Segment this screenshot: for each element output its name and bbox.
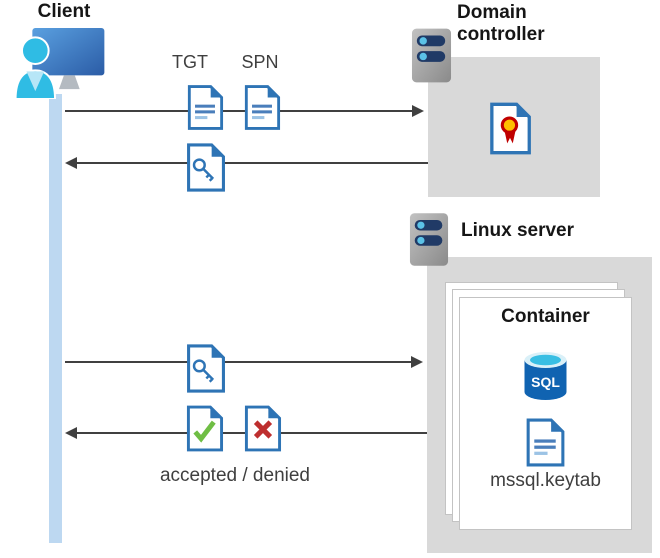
client-icon	[14, 27, 105, 99]
arrow-client-to-linux	[65, 361, 413, 363]
sql-database-icon: SQL	[524, 352, 567, 400]
ticket-key-document-icon	[185, 141, 226, 194]
certificate-icon	[490, 102, 531, 155]
server-icon	[411, 28, 452, 83]
keytab-file-icon	[524, 418, 566, 467]
client-lifeline	[49, 94, 62, 543]
monitor-stand	[58, 75, 80, 90]
accepted-document-icon	[186, 405, 224, 452]
tgt-document-icon	[186, 84, 224, 131]
arrow-dc-to-client	[77, 162, 428, 164]
client-label: Client	[37, 1, 91, 22]
tgt-label: TGT	[172, 52, 208, 72]
server-icon	[409, 213, 449, 266]
spn-document-icon	[243, 84, 281, 131]
person-collar	[26, 71, 45, 92]
arrow-client-to-dc	[65, 110, 414, 112]
person-head	[21, 36, 50, 65]
arrowhead-left-icon	[65, 427, 77, 439]
monitor-icon	[32, 27, 105, 76]
domain-controller-label: Domain controller	[457, 2, 545, 46]
ticket-key-document-icon	[185, 342, 226, 395]
arrowhead-right-icon	[411, 356, 423, 368]
arrowhead-right-icon	[412, 105, 424, 117]
arrowhead-left-icon	[65, 157, 77, 169]
sql-badge-text: SQL	[531, 374, 560, 390]
accepted-denied-label: accepted / denied	[159, 465, 310, 486]
linux-server-label: Linux server	[461, 220, 574, 241]
denied-document-icon	[244, 405, 282, 452]
spn-label: SPN	[241, 52, 279, 72]
container-label: Container	[501, 306, 590, 327]
keytab-label: mssql.keytab	[490, 470, 601, 491]
container-card	[459, 297, 632, 530]
